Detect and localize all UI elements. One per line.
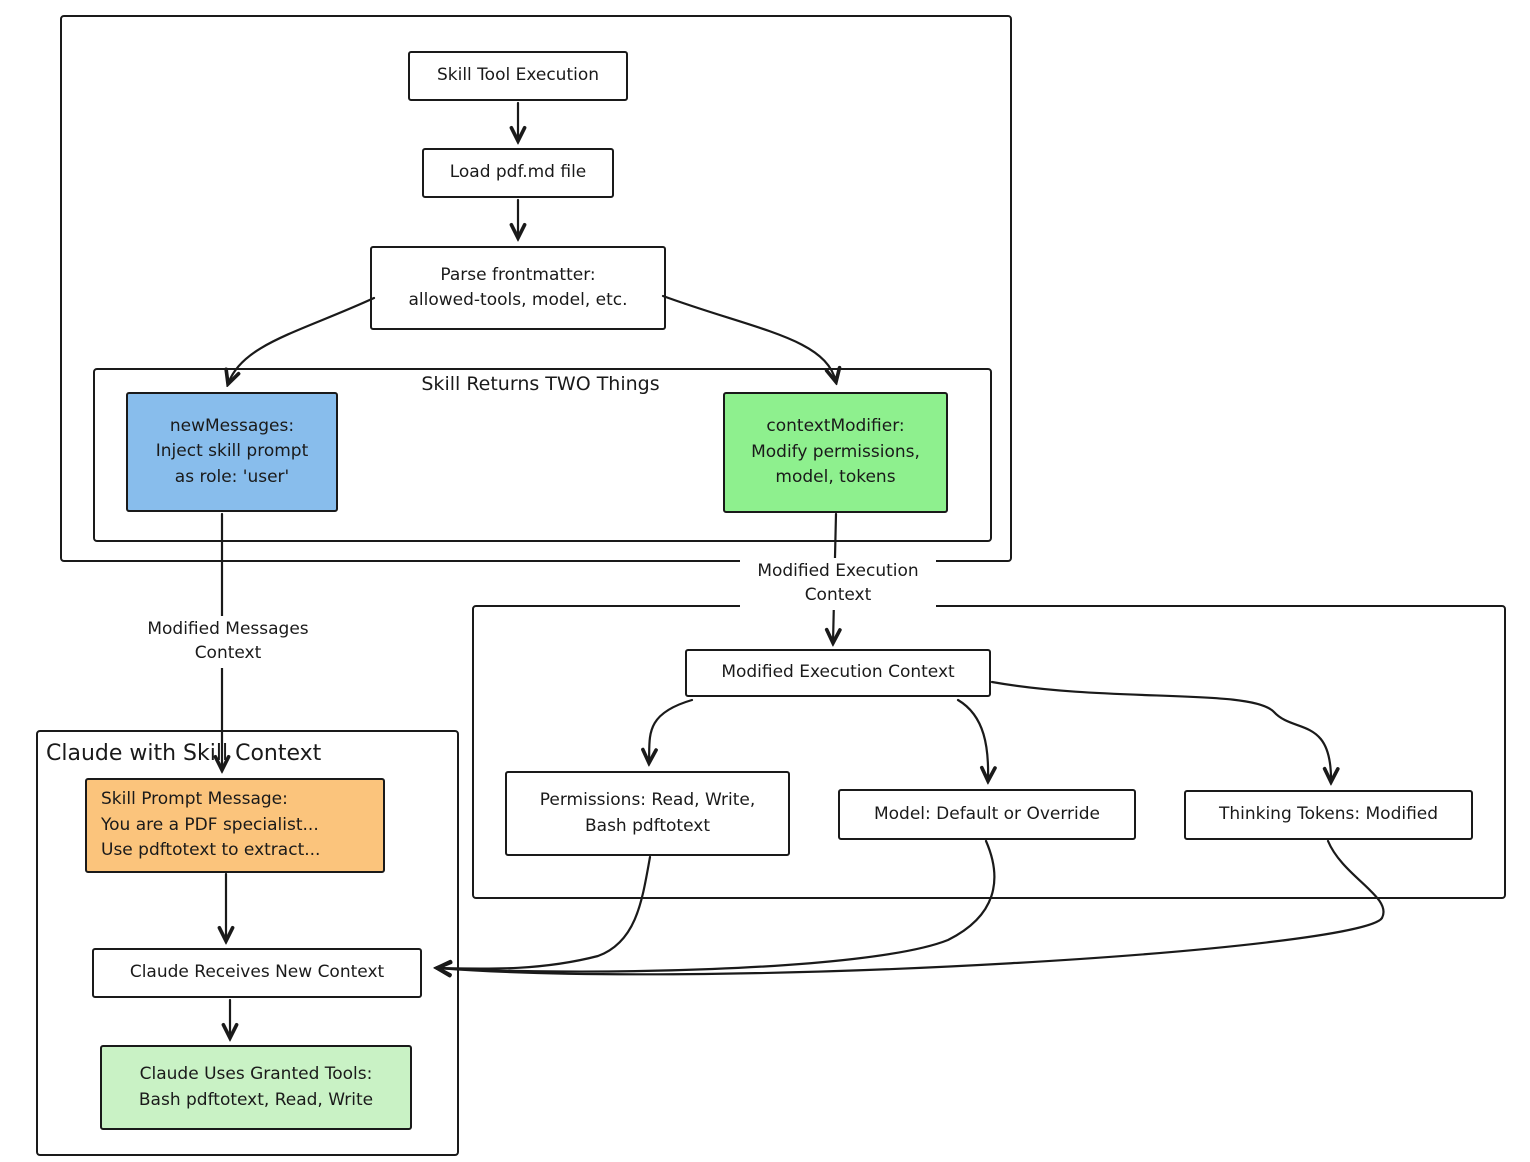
node-claude-uses-granted-tools: Claude Uses Granted Tools: Bash pdftotex… (100, 1045, 412, 1130)
container-title-claude-with-skill: Claude with Skill Context (46, 741, 322, 766)
container-title-skill-returns: Skill Returns TWO Things (421, 373, 660, 395)
node-context-modifier: contextModifier: Modify permissions, mod… (723, 392, 948, 513)
node-new-messages: newMessages: Inject skill prompt as role… (126, 392, 338, 512)
node-permissions: Permissions: Read, Write, Bash pdftotext (505, 771, 790, 856)
node-thinking-tokens: Thinking Tokens: Modified (1184, 790, 1473, 840)
node-model: Model: Default or Override (838, 789, 1136, 840)
node-modified-execution-context: Modified Execution Context (685, 649, 991, 697)
node-skill-prompt-message: Skill Prompt Message: You are a PDF spec… (85, 778, 385, 873)
node-skill-tool-execution: Skill Tool Execution (408, 51, 628, 101)
node-claude-receives-new-context: Claude Receives New Context (92, 948, 422, 998)
edge-label-modified-messages-context: Modified Messages Context (133, 616, 323, 668)
container-skill-returns (93, 368, 992, 542)
node-load-pdf-md: Load pdf.md file (422, 148, 614, 198)
edge-label-modified-execution-context: Modified Execution Context (740, 558, 936, 610)
container-skill-tool-execution-flow (60, 15, 1012, 562)
node-parse-frontmatter: Parse frontmatter: allowed-tools, model,… (370, 246, 666, 330)
